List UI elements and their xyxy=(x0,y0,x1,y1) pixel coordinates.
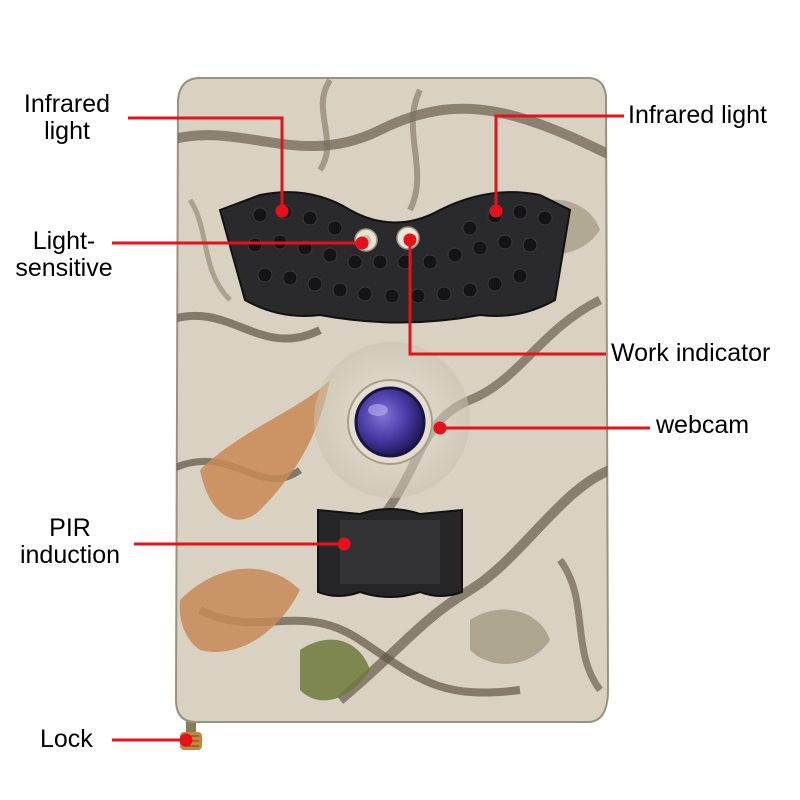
callout-lines xyxy=(112,114,650,747)
ir-led-panel xyxy=(218,191,572,324)
label-pir-induction: PIR induction xyxy=(12,515,128,569)
webcam-lens xyxy=(314,342,470,498)
label-lock: Lock xyxy=(40,725,93,753)
label-light-sensitive-line2: sensitive xyxy=(15,254,113,282)
callout-line-infrared-left xyxy=(128,116,284,210)
callout-line-work-indicator xyxy=(408,240,606,356)
label-pir-induction-line1: PIR xyxy=(49,514,91,542)
label-work-indicator: Work indicator xyxy=(611,339,771,367)
callout-line-infrared-right xyxy=(494,114,624,210)
label-pir-induction-line2: induction xyxy=(19,541,121,569)
label-webcam: webcam xyxy=(656,411,750,439)
label-infrared-light-left-line2: light xyxy=(44,117,90,145)
label-light-sensitive-line1: Light- xyxy=(32,227,96,255)
label-light-sensitive: Light- sensitive xyxy=(6,228,122,282)
label-infrared-light-right: Infrared light xyxy=(628,101,767,129)
label-infrared-light-left-line1: Infrared xyxy=(23,90,111,118)
label-infrared-light-left: Infrared light xyxy=(12,91,122,145)
pir-sensor-window xyxy=(317,508,463,598)
